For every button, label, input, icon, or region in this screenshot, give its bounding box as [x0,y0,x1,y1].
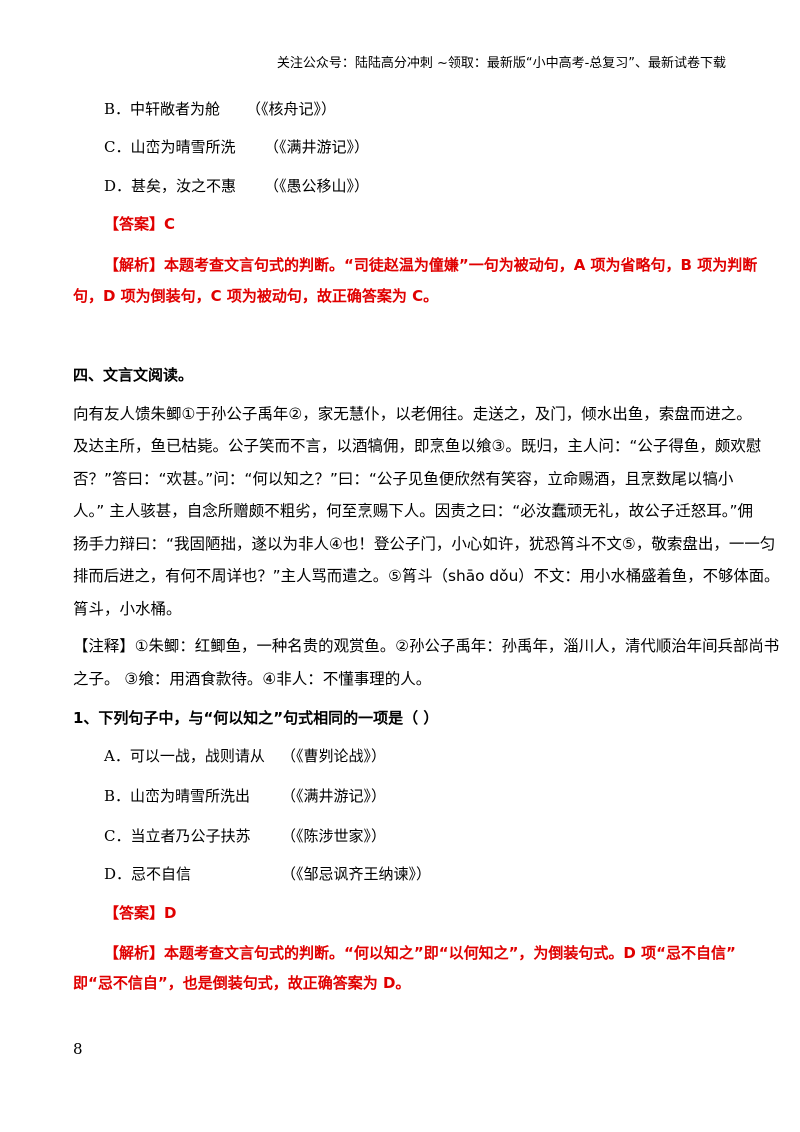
option-text: 当立者乃公子扶苏 [130,827,251,845]
section-title: 四、文言文阅读。 [73,366,194,384]
option-c: C．当立者乃公子扶苏 （《陈涉世家》） [104,825,386,846]
passage-line: 向有友人馈朱鲫①于孙公子禹年②，家无慧仆，以老佣往。走送之，及门，倾水出鱼，索盘… [73,405,752,423]
option-d: D．忌不自信 （《邹忌讽齐王纳谏》） [104,863,431,884]
option-c: C．山峦为晴雪所洗 （《满井游记》） [104,136,369,157]
option-text: 忌不自信 [131,865,192,883]
passage-line: 筲斗，小水桶。 [73,600,182,618]
analysis-line: 即“忌不信自”，也是倒装句式，故正确答案为 D。 [73,974,411,992]
option-text: 山峦为晴雪所洗 [130,138,236,156]
option-text: 山峦为晴雪所洗出 [130,787,251,805]
page-header: 关注公众号：陆陆高分冲刺 ~领取：最新版“小中高考-总复习”、最新试卷下载 [276,56,726,71]
answer-label: 【答案】C [104,215,176,233]
option-a: A．可以一战，战则请从 （《曹刿论战》） [104,745,386,766]
option-letter: B． [104,100,131,118]
analysis-line: 【解析】本题考查文言句式的判断。“何以知之”即“以何知之”，为倒装句式。D 项“… [104,944,736,962]
option-d: D．甚矣，汝之不惠 （《愚公移山》） [104,175,369,196]
page-number: 8 [73,1040,83,1058]
analysis-line: 【解析】本题考查文言句式的判断。“司徒赵温为僮嫌”一句为被动句，A 项为省略句，… [104,256,758,274]
option-letter: C． [104,827,131,845]
option-text: 可以一战，战则请从 [129,747,265,765]
answer-label: 【答案】D [104,904,177,922]
notes-line: 【注释】①朱鲫：红鲫鱼，一种名贵的观赏鱼。②孙公子禹年：孙禹年，淄川人，清代顺治… [73,637,780,655]
option-source: （《愚公移山》） [264,177,370,195]
option-source: （《满井游记》） [281,787,387,805]
option-source: （《邹忌讽齐王纳谏》） [281,865,432,883]
option-source: （《陈涉世家》） [281,827,387,845]
option-letter: B． [104,787,131,805]
passage-line: 排而后进之，有何不周详也？”主人骂而遣之。⑤筲斗（shāo dǒu）不文：用小水… [73,567,780,585]
option-source: （《曹刿论战》） [281,747,387,765]
analysis-line: 句，D 项为倒装句，C 项为被动句，故正确答案为 C。 [73,287,439,305]
option-text: 甚矣，汝之不惠 [131,177,237,195]
option-text: 中轩敞者为舱 [130,100,221,118]
notes-line: 之子。 ③飨：用酒食款待。④非人：不懂事理的人。 [73,670,432,688]
passage-line: 及达主所，鱼已枯毙。公子笑而不言，以酒犒佣，即烹鱼以飨③。既归，主人问：“公子得… [73,437,762,455]
passage-line: 人。” 主人骇甚，自念所赠颇不粗劣，何至烹赐下人。因责之曰：“必汝蠢顽无礼，故公… [73,502,754,520]
option-source: （《核舟记》） [246,100,337,118]
option-b: B．山峦为晴雪所洗出 （《满井游记》） [104,785,386,806]
question-title: 1、下列句子中，与“何以知之”句式相同的一项是（ ） [73,709,439,727]
passage-line: 否？”答曰：“欢甚。”问：“何以知之？”曰：“公子见鱼便欣然有笑容，立命赐酒，且… [73,470,734,488]
option-letter: D． [104,865,132,883]
option-letter: A． [104,747,130,765]
option-letter: D． [104,177,132,195]
option-letter: C． [104,138,131,156]
option-source: （《满井游记》） [264,138,370,156]
passage-line: 扬手力辩曰：“我固陋拙，遂以为非人④也！登公子门，小心如许，犹恐筲斗不文⑤，敬索… [73,535,776,553]
option-b: B．中轩敞者为舱 （《核舟记》） [104,98,336,119]
